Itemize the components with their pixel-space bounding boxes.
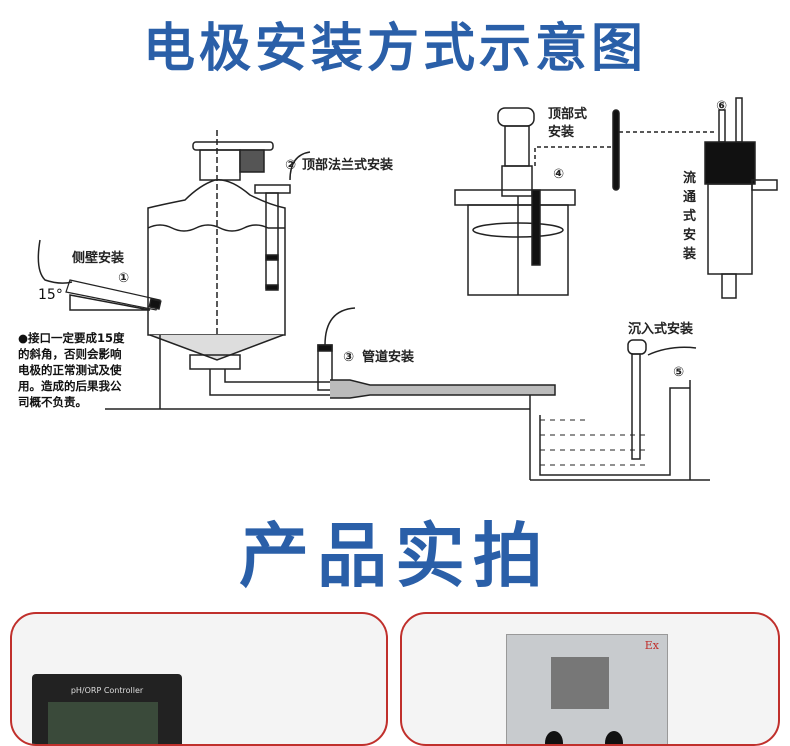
note-line-5: 司概不负责。 <box>18 395 87 409</box>
label-angle: 15° <box>38 287 63 303</box>
number-6: ⑥ <box>716 99 727 114</box>
ph-controller-device: pH/ORP Controller <box>32 674 182 744</box>
label-immersion: 沉入式安装 <box>628 321 693 337</box>
label-flow-5: 装 <box>682 246 696 262</box>
flow-cell <box>704 97 778 299</box>
label-top-flange: 顶部法兰式安装 <box>302 157 393 173</box>
explosion-proof-box: Ex <box>506 634 668 744</box>
device-label: pH/ORP Controller <box>70 686 144 695</box>
top-mount-tank <box>454 107 715 296</box>
label-top-1: 顶部式 <box>548 106 587 122</box>
number-2: ② <box>285 158 296 173</box>
label-top-2: 安装 <box>548 124 574 140</box>
ground <box>105 380 710 481</box>
label-flow-4: 安 <box>683 227 696 243</box>
knob <box>545 731 563 744</box>
box-display <box>551 657 609 709</box>
note-line-3: 电极的正常测试及使 <box>18 363 122 377</box>
tank <box>37 130 330 409</box>
note-line-2: 的斜角，否则会影响 <box>18 347 122 361</box>
photo-card-controller: pH/ORP Controller <box>10 612 388 746</box>
knob <box>605 731 623 744</box>
number-3: ③ <box>343 350 354 365</box>
number-4: ④ <box>553 167 564 182</box>
photo-card-explosion-proof: Ex <box>400 612 780 746</box>
page-title: 电极安装方式示意图 <box>142 19 647 79</box>
section-title: 产品实拍 <box>239 515 551 597</box>
number-5: ⑤ <box>673 365 684 380</box>
note-line-4: 用。造成的后果我公 <box>17 379 122 393</box>
label-flow-3: 式 <box>683 208 696 224</box>
label-side-wall: 侧壁安装 <box>72 250 124 266</box>
number-1: ① <box>118 271 129 286</box>
device-screen <box>48 702 158 744</box>
note-line-1: ●接口一定要成15度 <box>18 331 125 345</box>
label-flow-1: 流 <box>683 170 696 186</box>
ex-mark: Ex <box>644 639 659 652</box>
pipe-probe <box>317 307 556 399</box>
installation-diagram: 侧壁安装 ① 15° ② 顶部法兰式安装 ③ 管道安装 顶部式 安装 ④ ⑥ 流… <box>17 97 778 481</box>
label-pipe: 管道安装 <box>362 349 414 365</box>
immersion-tank <box>539 339 697 476</box>
label-flow-2: 通 <box>683 189 696 205</box>
